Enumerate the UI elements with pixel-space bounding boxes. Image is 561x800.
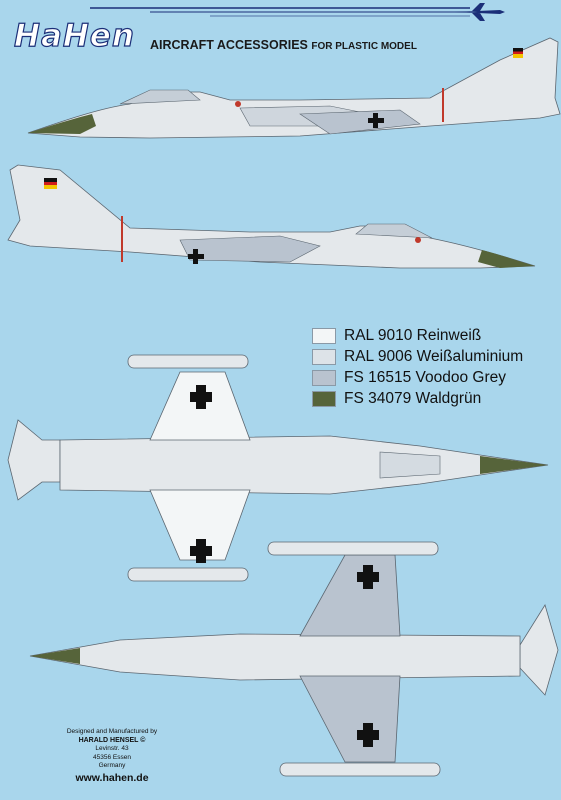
- legend-swatch: [312, 390, 336, 407]
- legend-label: FS 34079 Waldgrün: [344, 389, 482, 407]
- legend-item: FS 16515 Voodoo Grey: [312, 367, 523, 388]
- side-view-right: [7, 164, 536, 269]
- header-title: AIRCRAFT ACCESSORIES FOR PLASTIC MODEL: [150, 38, 417, 52]
- jet-logo-icon: [455, 3, 505, 21]
- top-view: [7, 354, 549, 582]
- legend-item: RAL 9006 Weißaluminium: [312, 346, 523, 367]
- legend-swatch: [312, 369, 336, 386]
- credits-name: HARALD HENSEL ©: [78, 736, 146, 744]
- bottom-view: [29, 541, 559, 777]
- header-title-sub: FOR PLASTIC MODEL: [311, 41, 417, 52]
- brand-logo: HaHen: [13, 17, 135, 54]
- credits-line: Designed and Manufactured by: [66, 728, 158, 735]
- color-legend: RAL 9010 Reinweiß RAL 9006 Weißaluminium…: [312, 325, 523, 409]
- credits-block: Designed and Manufactured by HARALD HENS…: [52, 728, 172, 782]
- legend-swatch: [312, 327, 336, 344]
- credits-street: Levinstr. 43: [95, 745, 129, 752]
- credits-country: Germany: [98, 762, 126, 769]
- legend-label: RAL 9006 Weißaluminium: [344, 347, 524, 365]
- header-title-main: AIRCRAFT ACCESSORIES: [150, 38, 308, 52]
- legend-swatch: [312, 348, 336, 365]
- legend-label: FS 16515 Voodoo Grey: [344, 368, 507, 386]
- header-speed-lines: [90, 7, 470, 17]
- side-view-left: [27, 37, 561, 139]
- credits-city: 45356 Essen: [93, 753, 131, 761]
- legend-item: RAL 9010 Reinweiß: [312, 325, 523, 346]
- legend-label: RAL 9010 Reinweiß: [344, 326, 482, 344]
- website-link[interactable]: www.hahen.de: [75, 771, 149, 784]
- legend-item: FS 34079 Waldgrün: [312, 388, 523, 409]
